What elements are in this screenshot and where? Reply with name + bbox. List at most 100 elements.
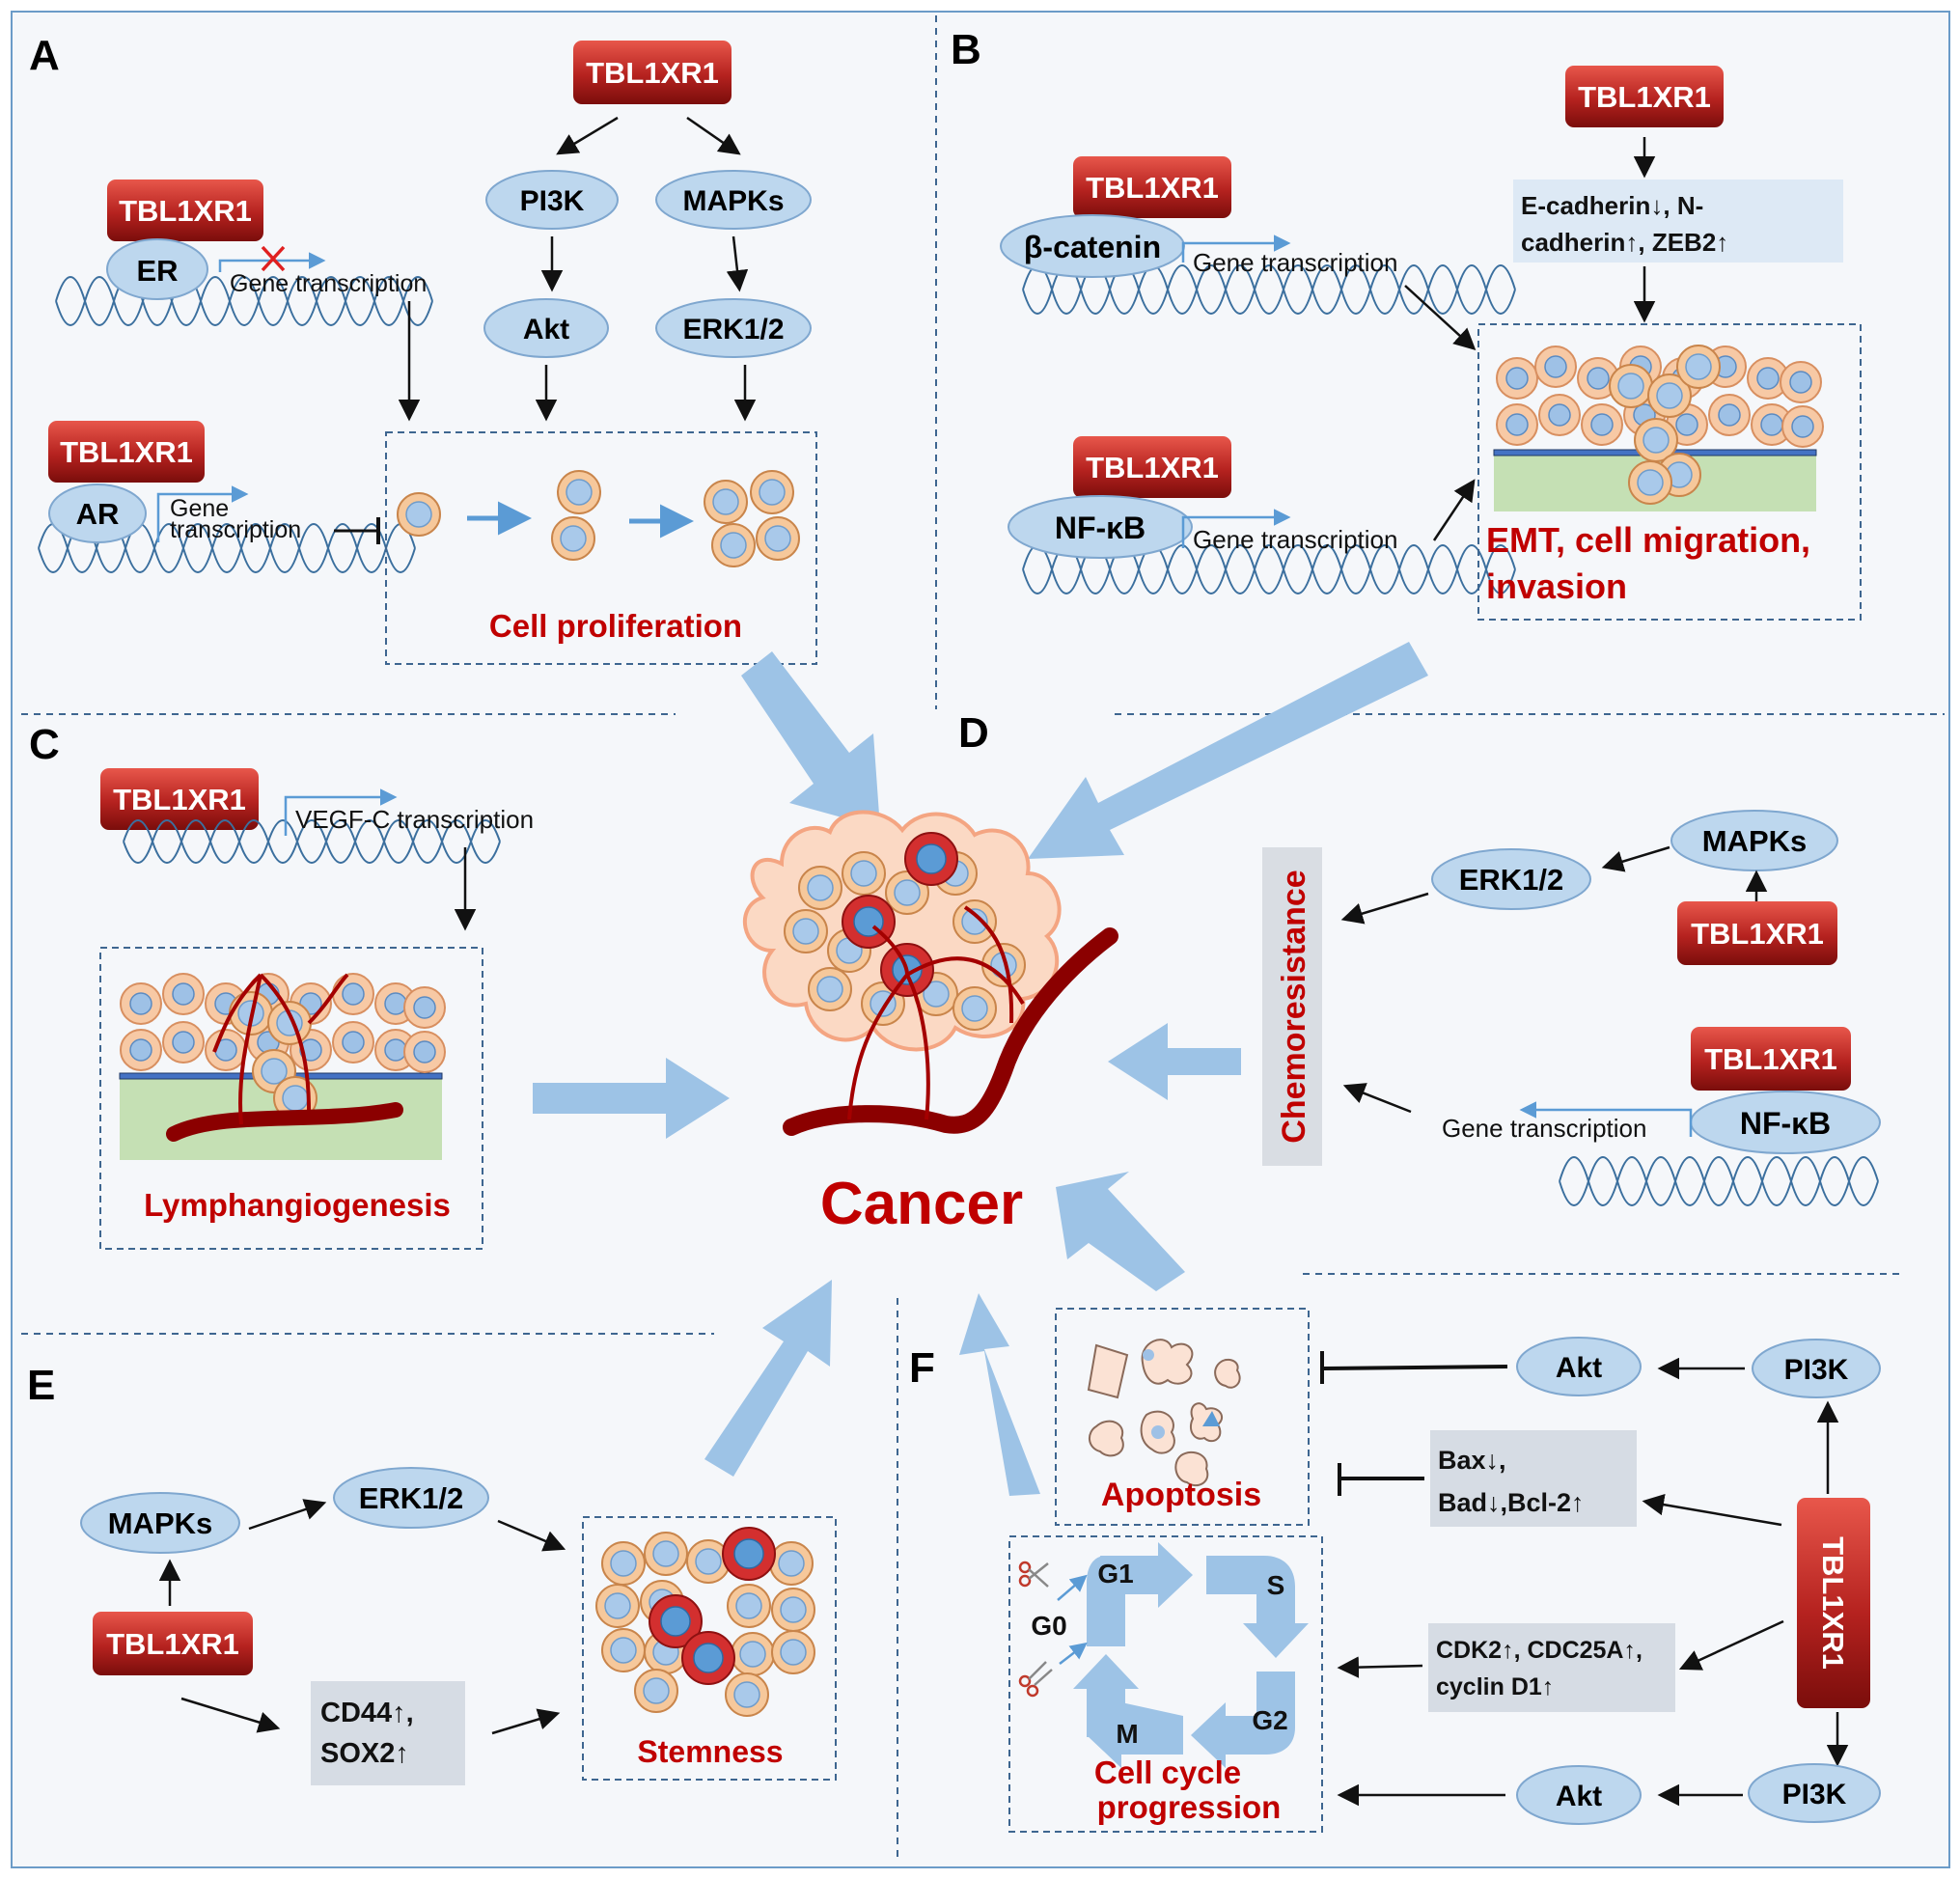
tumor-mass: Cancer bbox=[743, 810, 1118, 1237]
cdk-markers-2: cyclin D1↑ bbox=[1436, 1673, 1554, 1700]
blocked-cross-icon bbox=[261, 245, 286, 272]
stemness-markers-box bbox=[311, 1681, 465, 1785]
panel-e: MAPKs ERK1/2 TBL1XR1 CD44↑, SOX2↑ Stemne… bbox=[80, 1467, 837, 1785]
erk-oval bbox=[655, 298, 812, 358]
tbl1xr1-box bbox=[1565, 66, 1724, 127]
tbl1xr1-label: TBL1XR1 bbox=[119, 194, 252, 228]
big-arrows bbox=[533, 642, 1428, 1496]
tbl1xr1-label: TBL1XR1 bbox=[1578, 80, 1711, 114]
big-arrow-apoptosis bbox=[1056, 1172, 1185, 1291]
panel-c: TBL1XR1 VEGF-C transcription Lymphangiog… bbox=[99, 768, 534, 1250]
cell-cycle-label-1: Cell cycle bbox=[1094, 1755, 1241, 1790]
ar-gene-text-2: transcription bbox=[170, 516, 301, 543]
lymphangiogenesis-box bbox=[99, 947, 483, 1250]
panel-b: TBL1XR1 E-cadherin↓, N- cadherin↑, ZEB2↑… bbox=[1000, 66, 1862, 621]
big-arrow-e bbox=[704, 1280, 832, 1477]
er-gene-transcription: Gene transcription bbox=[230, 270, 427, 297]
tbl1xr1-box bbox=[1677, 901, 1837, 965]
lymphangiogenesis-label: Lymphangiogenesis bbox=[144, 1187, 451, 1223]
panel-label-c: C bbox=[29, 721, 60, 768]
tbl1xr1-box bbox=[1691, 1027, 1851, 1091]
tumor-cell bbox=[397, 492, 441, 537]
akt-oval bbox=[1516, 1337, 1642, 1396]
akt-oval bbox=[483, 298, 609, 358]
panel-d: Chemoresistance ERK1/2 MAPKs TBL1XR1 TBL… bbox=[1262, 810, 1881, 1206]
cell-cycle-loop bbox=[1073, 1542, 1309, 1768]
bcl2-markers-1: Bax↓, bbox=[1438, 1446, 1506, 1475]
phase-m: M bbox=[1116, 1719, 1138, 1749]
phase-s: S bbox=[1267, 1570, 1285, 1600]
beta-catenin-label: β-catenin bbox=[1024, 230, 1161, 264]
phase-g0: G0 bbox=[1031, 1611, 1066, 1641]
big-arrow-a bbox=[741, 651, 880, 828]
ar-oval bbox=[48, 484, 147, 543]
tbl1xr1-label: TBL1XR1 bbox=[1691, 917, 1824, 951]
emt-markers-line-2: cadherin↑, ZEB2↑ bbox=[1521, 228, 1728, 257]
panel-label-b: B bbox=[951, 26, 981, 73]
akt-oval bbox=[1516, 1765, 1642, 1825]
chemoresistance-bar bbox=[1262, 847, 1322, 1166]
big-arrow-b bbox=[1028, 642, 1428, 859]
big-arrow-c bbox=[533, 1058, 730, 1139]
nfkb-gene-transcription: Gene transcription bbox=[1193, 525, 1397, 554]
cdk-markers-box bbox=[1428, 1623, 1675, 1712]
tbl1xr1-box bbox=[1073, 156, 1231, 218]
nfkb-label: NF-κB bbox=[1740, 1106, 1831, 1141]
dna-helix bbox=[1022, 264, 1516, 315]
erk-oval bbox=[333, 1467, 489, 1529]
mapks-label: MAPKs bbox=[682, 185, 784, 217]
pi3k-top-label: PI3K bbox=[1784, 1354, 1849, 1386]
dna-helix bbox=[55, 276, 433, 326]
tbl1xr1-box bbox=[100, 768, 259, 830]
stemness-markers-2: SOX2↑ bbox=[320, 1738, 409, 1769]
proliferation-box bbox=[385, 431, 817, 665]
cancer-label: Cancer bbox=[820, 1171, 1023, 1237]
pi3k-oval bbox=[1752, 1339, 1881, 1398]
nfkb-oval bbox=[1008, 495, 1193, 559]
akt-bottom-label: Akt bbox=[1556, 1781, 1602, 1812]
panel-dividers bbox=[21, 15, 1945, 1863]
apoptosis-label: Apoptosis bbox=[1101, 1477, 1261, 1513]
stemness-markers-1: CD44↑, bbox=[320, 1698, 414, 1728]
pi3k-bottom-label: PI3K bbox=[1782, 1779, 1847, 1810]
d-gene-transcription: Gene transcription bbox=[1442, 1114, 1646, 1143]
erk-label: ERK1/2 bbox=[682, 314, 784, 345]
panel-label-e: E bbox=[27, 1362, 55, 1409]
akt-label: Akt bbox=[523, 314, 569, 345]
erk-oval bbox=[1431, 848, 1591, 910]
tbl1xr1-box bbox=[107, 180, 263, 241]
tbl1xr1-box bbox=[1797, 1498, 1870, 1708]
cdk-markers-1: CDK2↑, CDC25A↑, bbox=[1436, 1637, 1643, 1664]
panel-label-d: D bbox=[958, 709, 989, 757]
erk-label: ERK1/2 bbox=[1459, 863, 1564, 897]
pi3k-oval bbox=[1748, 1763, 1881, 1823]
tbl1xr1-label: TBL1XR1 bbox=[586, 56, 719, 90]
tbl1xr1-label: TBL1XR1 bbox=[1816, 1536, 1850, 1670]
tbl1xr1-label: TBL1XR1 bbox=[60, 435, 193, 469]
tbl1xr1-box bbox=[48, 421, 205, 483]
apoptosis-box bbox=[1055, 1308, 1310, 1526]
tbl1xr1-label: TBL1XR1 bbox=[1704, 1042, 1837, 1076]
phase-g1: G1 bbox=[1097, 1559, 1133, 1589]
big-arrow-f bbox=[959, 1293, 1040, 1496]
cell-cycle-label-2: progression bbox=[1097, 1789, 1282, 1825]
scissors-icon bbox=[1018, 1661, 1053, 1698]
tumor-cell bbox=[557, 470, 601, 514]
tbl1xr1-box bbox=[573, 41, 732, 104]
tumor-cell bbox=[750, 470, 794, 514]
vegf-transcription: VEGF-C transcription bbox=[295, 805, 534, 834]
phase-g2: G2 bbox=[1252, 1705, 1287, 1735]
mapks-label: MAPKs bbox=[108, 1506, 213, 1540]
nfkb-label: NF-κB bbox=[1055, 511, 1146, 545]
pi3k-oval bbox=[485, 170, 619, 230]
dna-helix bbox=[1022, 544, 1516, 594]
mapks-oval bbox=[80, 1492, 240, 1554]
er-oval bbox=[106, 238, 208, 300]
panel-f: Apoptosis Akt PI3K Bax↓, Bad↓,Bcl-2↑ TBL… bbox=[1008, 1308, 1881, 1833]
panel-a: TBL1XR1 PI3K MAPKs Akt ERK1/2 TBL1XR1 ER… bbox=[38, 41, 817, 665]
cell-cycle-box bbox=[1008, 1535, 1323, 1833]
erk-label: ERK1/2 bbox=[359, 1481, 464, 1515]
pi3k-label: PI3K bbox=[520, 185, 585, 217]
scissors-icon bbox=[1018, 1561, 1049, 1588]
